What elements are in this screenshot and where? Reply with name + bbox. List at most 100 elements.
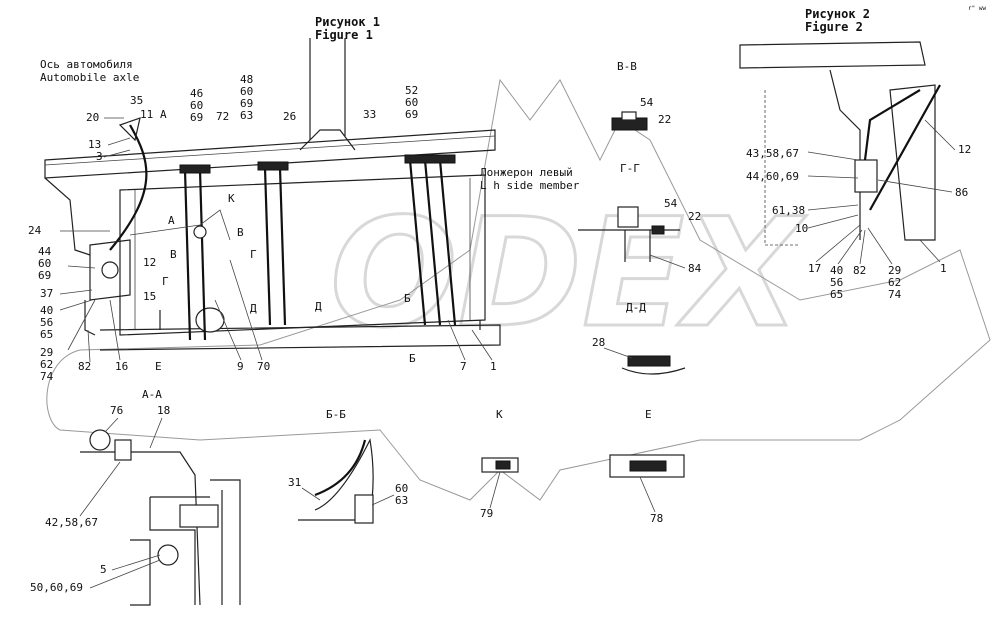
section-dd: Д-Д 28 (592, 301, 686, 375)
fig2-valve (854, 159, 878, 193)
section-k-title: К (496, 408, 503, 421)
watermark-outline (46, 78, 991, 501)
label-35: 35 (130, 94, 143, 107)
fig2-bracket (829, 69, 861, 240)
fig2-label-65: 65 (830, 288, 843, 301)
side-member-edge (44, 135, 496, 166)
label-24: 24 (28, 224, 42, 237)
label-29: 29 (40, 346, 53, 359)
label-46: 46 (190, 87, 203, 100)
section-bb-leaders (301, 487, 395, 506)
fig2-label-82: 82 (853, 264, 866, 277)
label-9: 9 (237, 360, 244, 373)
clamp-2 (257, 161, 289, 171)
fig2-label-44-60-69: 44,60,69 (746, 170, 799, 183)
label-13: 13 (88, 138, 101, 151)
section-aa-title: А-А (142, 388, 162, 401)
hose-end (118, 117, 141, 142)
label-74: 74 (40, 370, 54, 383)
fig2-label-74: 74 (888, 288, 902, 301)
section-mark-d1: Д (250, 302, 257, 315)
label-82: 82 (78, 360, 91, 373)
section-dd-title: Д-Д (626, 301, 646, 314)
label-15: 15 (143, 290, 156, 303)
section-aa-label-18: 18 (157, 404, 170, 417)
section-bb-fitting (354, 494, 374, 524)
label-70: 70 (257, 360, 270, 373)
watermark: ODEX (46, 78, 991, 501)
label-69a: 69 (190, 111, 203, 124)
pipe-line (129, 209, 231, 241)
section-gg-bolt (617, 206, 639, 228)
axle-bracket (44, 177, 91, 256)
section-mark-a2: А (168, 214, 175, 227)
label-60b: 60 (240, 85, 253, 98)
fig2-label-43-58-67: 43,58,67 (746, 147, 799, 160)
section-bb-label-31: 31 (288, 476, 301, 489)
label-7: 7 (460, 360, 467, 373)
label-69b: 69 (240, 97, 253, 110)
section-aa-base (130, 539, 151, 606)
drain (84, 300, 96, 336)
fig2-label-29: 29 (888, 264, 901, 277)
section-dd-curve (621, 367, 686, 375)
hose (109, 124, 148, 251)
section-vv-label-54: 54 (640, 96, 654, 109)
section-vv-nut (621, 111, 637, 121)
fig2-label-10: 10 (795, 222, 808, 235)
section-bb: Б-Б 31 60 63 (288, 408, 408, 524)
fig2-label-61-38: 61,38 (772, 204, 805, 217)
label-16: 16 (115, 360, 128, 373)
section-mark-k: К (228, 192, 235, 205)
label-69d: 69 (38, 269, 51, 282)
tank-feet (159, 310, 481, 330)
valve-port (101, 261, 119, 279)
label-37: 37 (40, 287, 53, 300)
section-mark-v1: В (237, 226, 244, 239)
label-44: 44 (38, 245, 52, 258)
figure-2: Рисунок 2 Figure 2 r" ww 43,58,67 44,60,… (739, 5, 986, 301)
label-1: 1 (490, 360, 497, 373)
valve-body (89, 239, 131, 301)
member-caption-en: L h side member (480, 179, 580, 192)
section-aa-nut (179, 504, 219, 528)
tank-outline (119, 174, 486, 336)
label-65: 65 (40, 328, 53, 341)
section-mark-e: Е (155, 360, 162, 373)
fig2-hose (863, 84, 941, 211)
section-gg-label-22: 22 (688, 210, 701, 223)
label-69c: 69 (405, 108, 418, 121)
label-60c: 60 (405, 96, 418, 109)
label-40: 40 (40, 304, 53, 317)
section-aa: А-А 76 18 42,58,67 5 50,60,69 (30, 388, 241, 606)
section-bb-label-63: 63 (395, 494, 408, 507)
label-33: 33 (363, 108, 376, 121)
section-dd-label-28: 28 (592, 336, 605, 349)
section-mark-d2: Д (315, 300, 322, 313)
label-26: 26 (283, 110, 296, 123)
fig1-title-ru: Рисунок 1 (315, 15, 380, 29)
section-mark-v2: В (170, 248, 177, 261)
label-48: 48 (240, 73, 253, 86)
section-mark-g1: Г (250, 248, 257, 261)
section-bb-outline (298, 438, 374, 521)
section-aa-label-50-60-69: 50,60,69 (30, 581, 83, 594)
section-gg-label-84: 84 (688, 262, 702, 275)
label-11: 11 (140, 108, 153, 121)
leader-lines (59, 117, 493, 363)
section-vv-title: В-В (617, 60, 637, 73)
strap-middle (263, 167, 287, 326)
section-aa-label-5: 5 (100, 563, 107, 576)
fig2-label-40: 40 (830, 264, 843, 277)
section-aa-hole (157, 544, 179, 566)
fig2-label-1: 1 (940, 262, 947, 275)
fig2-label-12: 12 (958, 143, 971, 156)
section-mark-b2: Б (409, 352, 416, 365)
section-aa-bolt (114, 439, 132, 461)
pipe-left (183, 169, 207, 341)
section-aa-bracket (80, 451, 201, 606)
section-mark-b1: Б (404, 292, 411, 305)
label-52: 52 (405, 84, 418, 97)
label-3: 3 (96, 150, 103, 163)
section-bb-label-60: 60 (395, 482, 408, 495)
